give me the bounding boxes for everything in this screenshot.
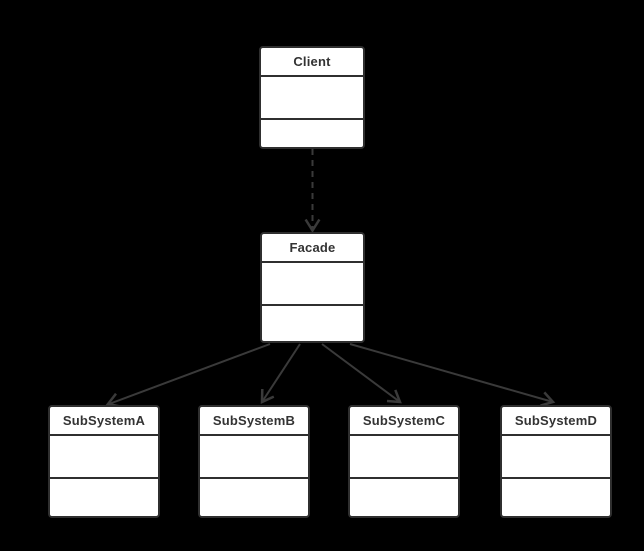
methods-compartment [261,118,363,147]
class-name-label: Client [293,54,331,69]
attributes-compartment [350,434,458,477]
arrowhead-facade-subsystem-c [386,389,402,404]
methods-compartment [502,477,610,516]
class-node-subsystem-d: SubSystemD [500,405,612,518]
class-node-client: Client [259,46,365,149]
arrowhead-facade-subsystem-d [540,391,556,407]
arrowhead-client-facade [304,218,321,233]
class-node-subsystem-c: SubSystemC [348,405,460,518]
class-name-label: SubSystemA [62,413,146,428]
edge-facade-subsystem-c [321,343,401,403]
attributes-compartment [261,75,363,118]
class-node-facade: Facade [260,232,365,343]
class-node-subsystem-b: SubSystemB [198,405,310,518]
methods-compartment [262,304,363,341]
edge-facade-subsystem-d [349,343,554,403]
methods-compartment [200,477,308,516]
class-name-label: SubSystemB [212,413,296,428]
class-node-subsystem-a: SubSystemA [48,405,160,518]
arrowhead-facade-subsystem-b [260,388,275,404]
class-name-label: Facade [289,240,336,255]
attributes-compartment [502,434,610,477]
attributes-compartment [200,434,308,477]
edge-facade-subsystem-b [261,343,301,403]
class-name-label: SubSystemD [514,413,598,428]
methods-compartment [350,477,458,516]
methods-compartment [50,477,158,516]
edge-facade-subsystem-a [108,343,271,405]
attributes-compartment [50,434,158,477]
attributes-compartment [262,261,363,304]
class-name-label: SubSystemC [362,413,446,428]
